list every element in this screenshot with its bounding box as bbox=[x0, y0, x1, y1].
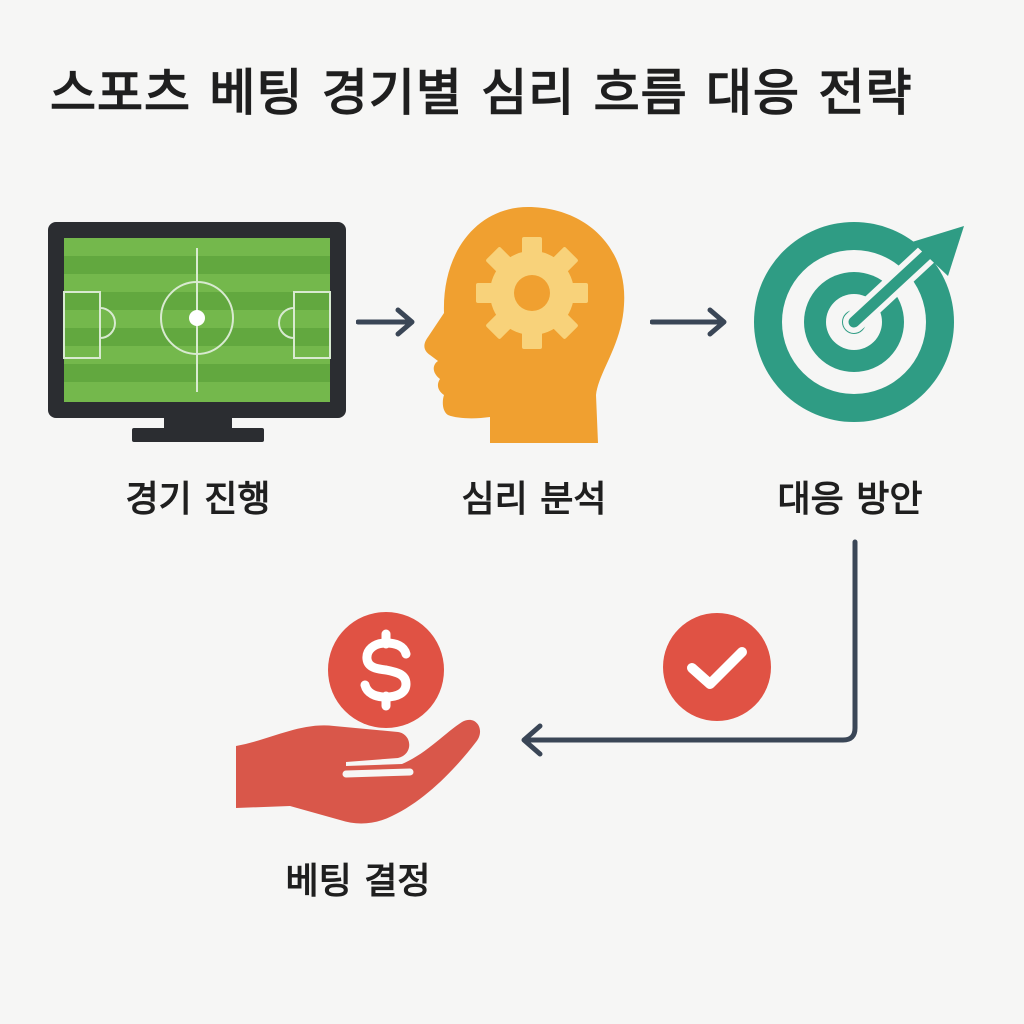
step-label-response-plan: 대응 방안 bbox=[777, 479, 923, 520]
hand-dollar-coin-icon bbox=[230, 612, 490, 832]
step-label-betting-decision: 베팅 결정 bbox=[285, 861, 431, 902]
step-label-psychology-analysis: 심리 분석 bbox=[461, 479, 607, 520]
checkmark-badge-icon bbox=[662, 612, 772, 722]
flow-arrow-2 bbox=[650, 306, 730, 338]
flow-arrow-3 bbox=[510, 536, 870, 768]
head-gear-icon bbox=[418, 205, 633, 445]
target-arrow-icon bbox=[752, 222, 972, 432]
step-label-game-progress: 경기 진행 bbox=[125, 479, 271, 520]
flow-arrow-1 bbox=[356, 306, 416, 338]
tv-soccer-field-icon bbox=[48, 222, 348, 444]
diagram-title: 스포츠 베팅 경기별 심리 흐름 대응 전략 bbox=[50, 64, 913, 122]
